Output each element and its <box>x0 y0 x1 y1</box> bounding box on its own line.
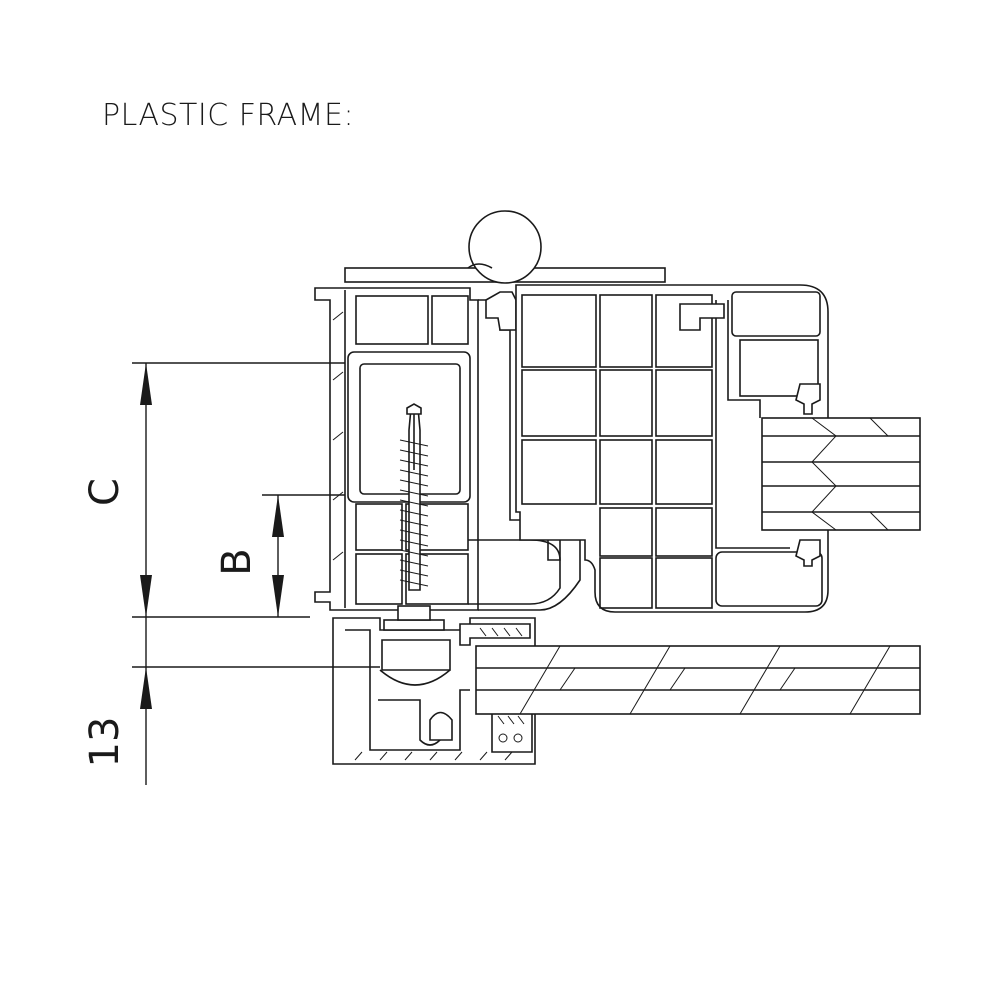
b-arrow-top <box>272 495 284 537</box>
offset-arrow <box>140 667 152 709</box>
lower-glass-unit <box>475 645 921 715</box>
dimension-label-c: C <box>82 478 128 506</box>
dimension-label-13: 13 <box>82 717 128 768</box>
b-arrow-bottom <box>272 575 284 617</box>
screw <box>399 403 429 591</box>
sash-profile <box>515 284 829 613</box>
dimension-label-b: B <box>214 548 260 575</box>
upper-glass-unit <box>761 417 921 531</box>
top-cap <box>344 210 666 284</box>
c-arrow-top <box>140 363 152 405</box>
dimension-lines <box>132 362 380 785</box>
diagram-title: PLASTIC FRAME: <box>102 98 355 133</box>
c-arrow-bottom <box>140 575 152 617</box>
plastic-frame-profile <box>314 287 479 611</box>
